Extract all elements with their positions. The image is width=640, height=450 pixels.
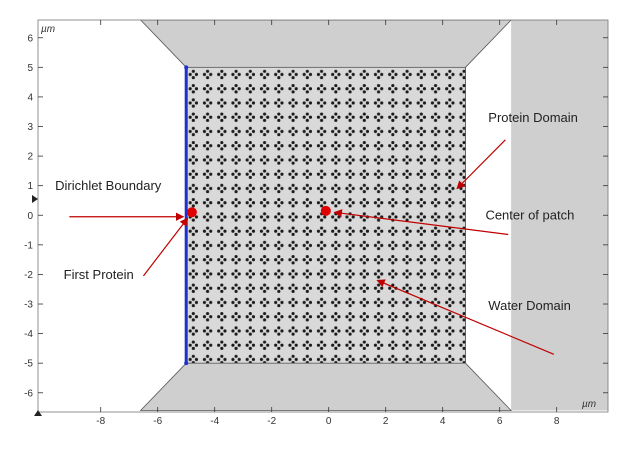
y-tick-label: 1 <box>27 181 33 192</box>
x-unit-label: µm <box>582 399 596 410</box>
y-tick-label: -3 <box>24 300 33 311</box>
x-tick-label: 8 <box>554 416 560 427</box>
first-protein-marker <box>186 207 197 218</box>
axis-indicator-icon <box>32 194 38 203</box>
x-tick-label: 0 <box>326 416 332 427</box>
y-tick-label: -5 <box>24 359 33 370</box>
y-tick-label: 5 <box>27 63 33 74</box>
boundary-endpoint <box>184 65 189 70</box>
right-region <box>511 20 608 411</box>
x-tick-label: 4 <box>440 416 446 427</box>
water-domain-arrow <box>376 279 555 355</box>
origin-indicator-icon <box>34 410 42 416</box>
first-protein-arrow <box>142 217 189 277</box>
center-of-patch-arrow <box>333 209 509 236</box>
first-protein-label: First Protein <box>64 267 134 282</box>
x-tick-label: -8 <box>96 416 105 427</box>
y-tick-label: 6 <box>27 33 33 44</box>
boundary-endpoint <box>184 361 189 366</box>
center-of-patch-label: Center of patch <box>485 208 574 223</box>
protein-domain-label: Protein Domain <box>488 110 578 125</box>
water-domain-label: Water Domain <box>488 298 571 313</box>
x-tick-label: -4 <box>210 416 219 427</box>
y-tick-label: 4 <box>27 92 33 103</box>
y-unit-label: µm <box>41 24 55 35</box>
y-tick-label: -2 <box>24 270 33 281</box>
y-tick-label: -1 <box>24 240 33 251</box>
plot-frame <box>37 19 609 413</box>
x-tick-label: 6 <box>497 416 503 427</box>
y-tick-label: 3 <box>27 122 33 133</box>
y-tick-label: 2 <box>27 152 33 163</box>
y-tick-label: -4 <box>24 329 33 340</box>
center-of-patch-marker <box>320 205 331 216</box>
dirichlet-boundary-label: Dirichlet Boundary <box>55 178 162 193</box>
protein-domain-arrow <box>456 139 506 190</box>
x-tick-label: -6 <box>153 416 162 427</box>
y-tick-label: 0 <box>27 211 33 222</box>
x-tick-label: 2 <box>383 416 389 427</box>
x-tick-label: -2 <box>267 416 276 427</box>
y-tick-label: -6 <box>24 388 33 399</box>
